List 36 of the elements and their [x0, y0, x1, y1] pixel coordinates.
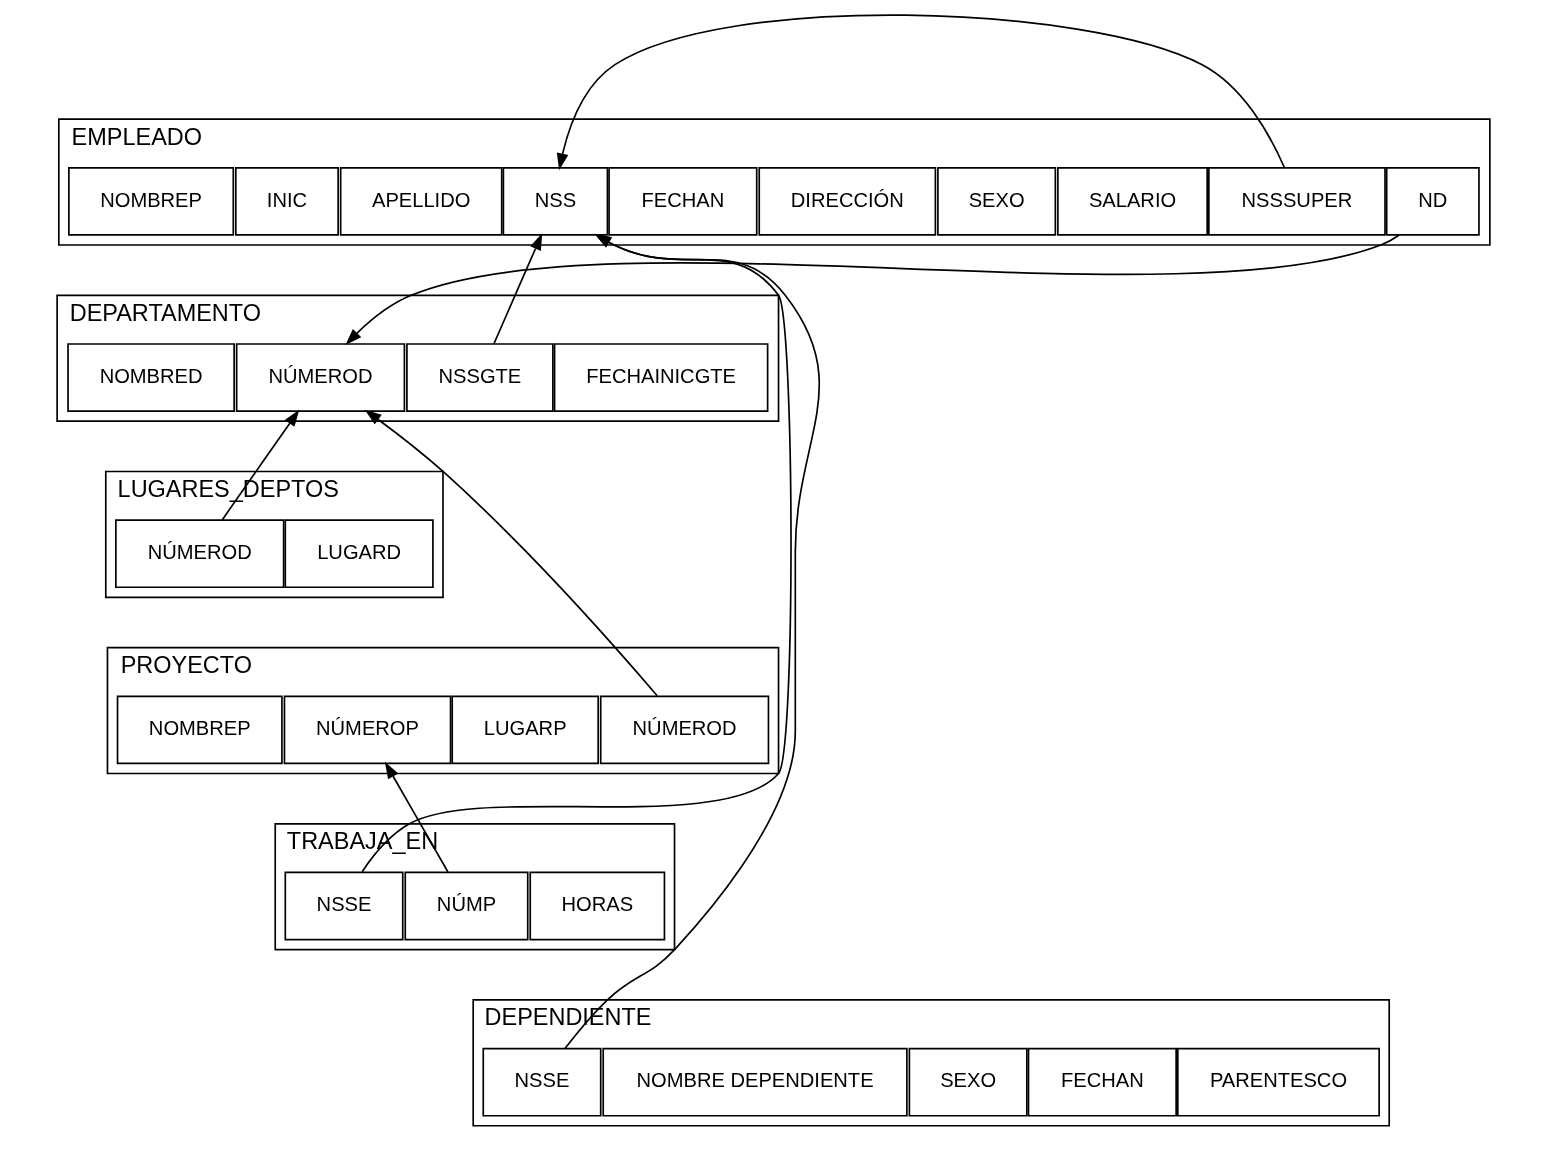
- node-box: NÚMEROD: [114, 519, 284, 589]
- node-box: NSS: [502, 167, 608, 236]
- node-box: SALARIO: [1056, 167, 1208, 236]
- arrow: [344, 234, 1400, 346]
- node-box: PARENTESCO: [1176, 1047, 1380, 1117]
- node-box: NSSE: [283, 871, 404, 941]
- node-box: NÚMEROD: [235, 343, 405, 412]
- arrow: [384, 761, 449, 873]
- arrow: [492, 233, 542, 345]
- node-box: NSSSUPER: [1207, 167, 1386, 236]
- node-box: NOMBREP: [67, 167, 234, 236]
- arrow: [364, 409, 658, 697]
- node-box: LUGARP: [450, 695, 599, 765]
- node-box: SEXO: [936, 167, 1056, 236]
- node-box: SEXO: [908, 1047, 1028, 1117]
- node-box: DIRECCIÓN: [757, 167, 936, 236]
- node-box: INIC: [234, 167, 339, 236]
- node-box: FECHAN: [1027, 1047, 1177, 1117]
- arrow: [563, 233, 820, 1050]
- arrow: [556, 14, 1285, 171]
- node-box: APELLIDO: [339, 167, 503, 236]
- arrow: [360, 233, 792, 873]
- node-box: NOMBREP: [116, 695, 283, 765]
- node-box: ND: [1385, 167, 1480, 236]
- node-box: NOMBRE DEPENDIENTE: [601, 1047, 908, 1117]
- node-box: LUGARD: [283, 519, 434, 589]
- node-box: HORAS: [528, 871, 665, 941]
- node-box: NÚMP: [403, 871, 529, 941]
- node-box: FECHAINICGTE: [553, 343, 768, 412]
- node-box: NSSE: [481, 1047, 602, 1117]
- node-box: FECHAN: [607, 167, 758, 236]
- arrow: [221, 409, 299, 521]
- node-box: NOMBRED: [66, 343, 235, 412]
- node-box: NÚMEROD: [599, 695, 769, 765]
- node-box: NSSGTE: [405, 343, 554, 412]
- node-box: NÚMEROP: [283, 695, 451, 765]
